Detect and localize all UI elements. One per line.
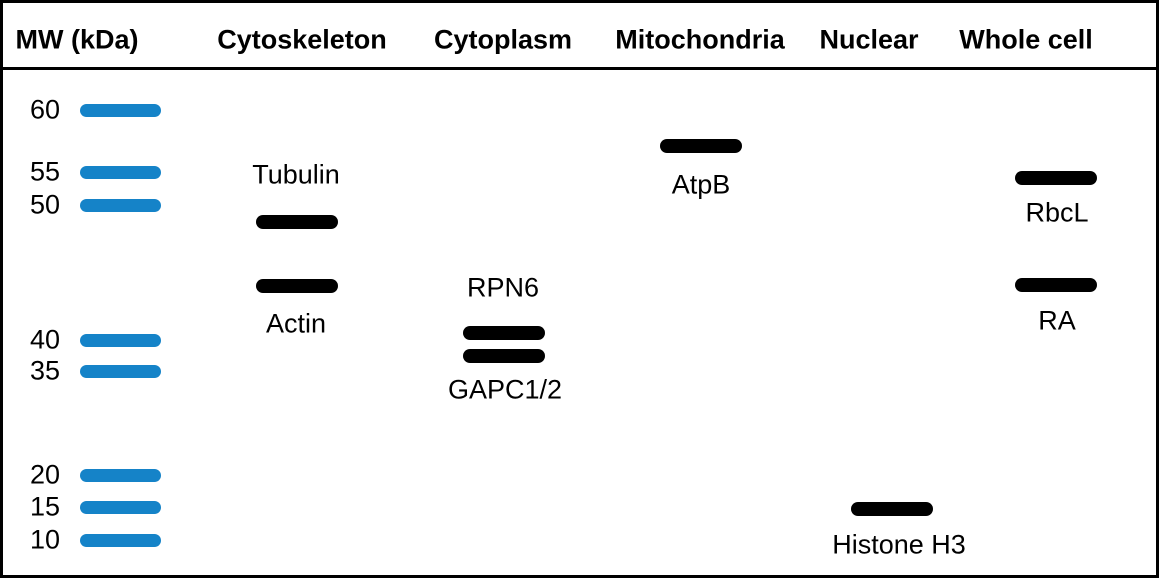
mw-ladder-band: [79, 533, 161, 547]
protein-label: GAPC1/2: [447, 374, 563, 405]
mw-ladder-band: [79, 333, 161, 347]
protein-label: RPN6: [466, 272, 540, 303]
mw-ladder-band: [79, 198, 161, 212]
protein-label: Actin: [265, 308, 327, 339]
protein-band: [1015, 278, 1097, 292]
mw-ladder-value: 20: [29, 459, 60, 490]
protein-band: [256, 279, 338, 293]
mw-header: MW (kDa): [15, 24, 139, 55]
protein-label: Tubulin: [252, 159, 340, 190]
mw-ladder-value: 40: [29, 324, 60, 355]
protein-band: [1015, 171, 1097, 185]
mw-ladder-value: 55: [29, 156, 60, 187]
column-header: Cytoskeleton: [217, 24, 387, 55]
protein-label: RbcL: [1025, 197, 1089, 228]
protein-band: [851, 502, 933, 516]
mw-ladder-value: 10: [29, 524, 60, 555]
column-header: Mitochondria: [615, 24, 785, 55]
mw-ladder-value: 60: [29, 94, 60, 125]
mw-ladder-value: 15: [29, 491, 60, 522]
protein-band: [256, 215, 338, 229]
header-divider: [0, 67, 1159, 70]
protein-label: Histone H3: [832, 529, 966, 560]
mw-ladder-value: 50: [29, 189, 60, 220]
mw-ladder-band: [79, 364, 161, 378]
column-header: Whole cell: [959, 24, 1093, 55]
mw-ladder-band: [79, 103, 161, 117]
protein-label: RA: [1038, 305, 1076, 336]
protein-band: [463, 349, 545, 363]
protein-label: AtpB: [671, 169, 731, 200]
column-header: Nuclear: [819, 24, 919, 55]
protein-band: [660, 139, 742, 153]
mw-ladder-band: [79, 468, 161, 482]
mw-ladder-band: [79, 500, 161, 514]
column-header: Cytoplasm: [433, 24, 573, 55]
protein-band: [463, 326, 545, 340]
mw-ladder-band: [79, 165, 161, 179]
mw-ladder-value: 35: [29, 355, 60, 386]
